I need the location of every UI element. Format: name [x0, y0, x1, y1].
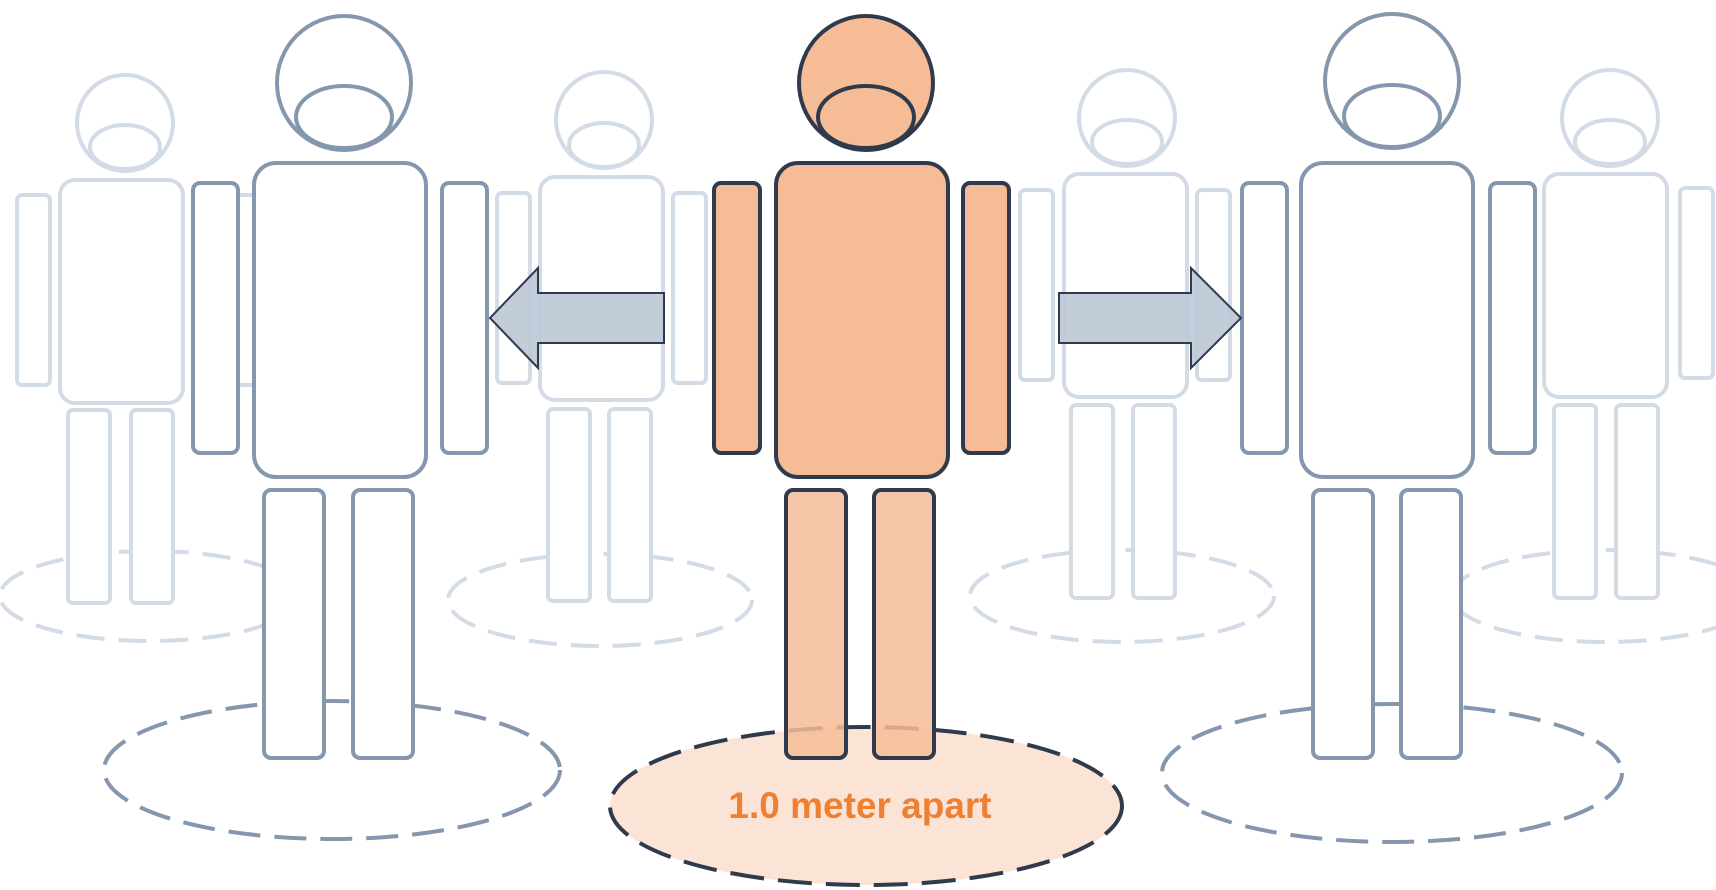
torso — [1301, 163, 1473, 477]
right-arm — [1490, 183, 1535, 453]
person-far-center-right — [970, 70, 1274, 642]
face — [818, 86, 914, 148]
left-leg — [1071, 405, 1113, 598]
floor-ring — [448, 554, 752, 646]
right-leg — [131, 410, 173, 603]
face — [569, 123, 639, 167]
person-far-center-left — [448, 72, 752, 646]
torso — [540, 177, 663, 400]
right-leg — [353, 490, 413, 758]
left-leg — [1313, 490, 1373, 758]
torso — [776, 163, 948, 477]
right-leg — [1401, 490, 1461, 758]
right-arm — [963, 183, 1009, 453]
floor-ring — [104, 701, 560, 839]
left-arm — [714, 183, 760, 453]
right-leg — [609, 409, 651, 601]
right-leg — [1133, 405, 1175, 598]
left-arm — [193, 183, 238, 453]
torso — [1544, 174, 1667, 397]
left-leg — [264, 490, 324, 758]
right-arm — [1680, 188, 1713, 378]
torso — [1064, 174, 1187, 397]
floor-ring — [970, 550, 1274, 642]
left-leg — [786, 490, 846, 758]
face — [1575, 120, 1645, 164]
right-leg — [1616, 405, 1658, 598]
distance-label: 1.0 meter apart — [728, 785, 991, 826]
face — [90, 125, 160, 169]
face — [1092, 120, 1162, 164]
left-leg — [548, 409, 590, 601]
left-arm — [17, 195, 50, 385]
left-arm — [1020, 190, 1053, 380]
right-arm — [442, 183, 487, 453]
left-leg — [68, 410, 110, 603]
floor-ring — [1162, 704, 1622, 842]
face — [296, 86, 392, 148]
person-highlighted: 1.0 meter apart — [610, 16, 1122, 885]
right-arm — [673, 193, 706, 383]
torso — [60, 180, 183, 403]
face — [1344, 85, 1440, 147]
right-leg — [874, 490, 934, 758]
left-leg — [1554, 405, 1596, 598]
torso — [254, 163, 426, 477]
left-arm — [1242, 183, 1287, 453]
